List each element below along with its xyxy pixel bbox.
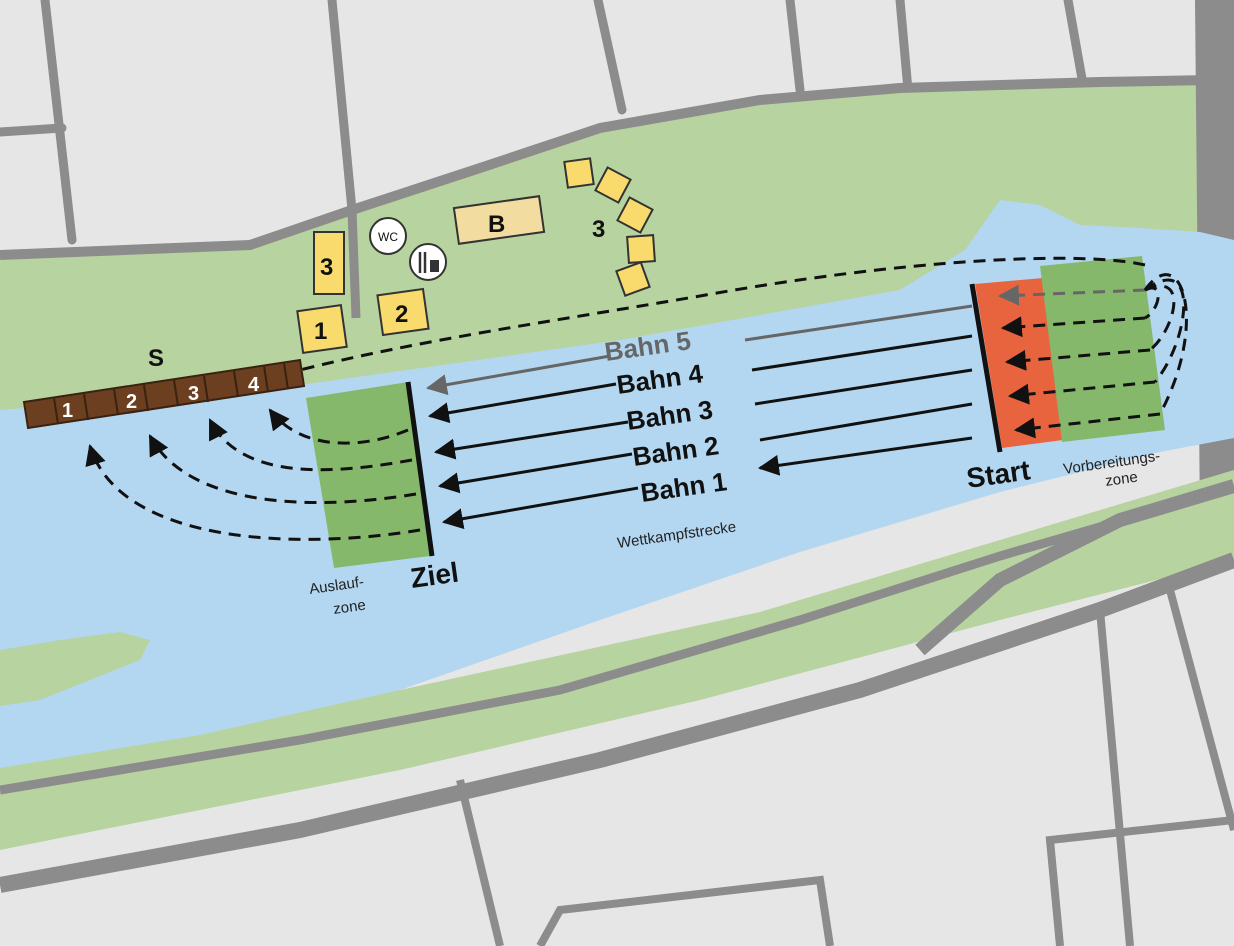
south-riverbank-road	[0, 483, 1234, 795]
tent-1-label: 1	[314, 318, 327, 345]
pontoon-slot-4: 4	[248, 374, 260, 396]
lane-5-arrow-left	[425, 354, 611, 396]
lane-3-arrow-left	[433, 420, 629, 460]
cutlery-cup-icon	[409, 243, 447, 281]
park-edge-road	[0, 75, 1211, 260]
pontoon-slot-2: 2	[126, 391, 137, 413]
finish-line	[405, 381, 435, 557]
park-access-path	[347, 209, 361, 319]
ramp-road	[915, 479, 1234, 656]
lane-1-arrow-left	[441, 486, 639, 530]
lane-4-arrow-right	[751, 334, 973, 372]
tent-3	[313, 231, 345, 295]
pontoon	[22, 358, 306, 430]
pontoon-label: S	[148, 345, 164, 372]
prep-zone-label-line2: zone	[1104, 469, 1139, 490]
building-b	[452, 195, 546, 245]
lane-2-arrow-right	[759, 402, 973, 442]
lane-1-arrow-right	[757, 436, 973, 476]
tent-group-3	[563, 157, 656, 297]
preparation-zone	[1040, 256, 1165, 442]
tents	[296, 231, 430, 354]
park-south	[0, 470, 1234, 850]
pontoon-slot-3: 3	[188, 383, 199, 405]
tent-3-label: 3	[320, 254, 333, 281]
lane-arrows	[425, 304, 973, 530]
lane-5-arrow-right	[744, 304, 973, 342]
tent-group-label: 3	[592, 216, 605, 243]
island	[0, 632, 150, 706]
lane-2-arrow-left	[437, 452, 633, 494]
return-loops	[299, 256, 1188, 415]
lane-4-arrow-left	[427, 382, 617, 424]
wc-label: WC	[378, 230, 398, 244]
runout-curves	[85, 408, 421, 541]
south-main-road	[0, 552, 1234, 893]
building-b-label: B	[488, 211, 505, 238]
tent-2	[376, 287, 430, 337]
lane-3-arrow-right	[754, 368, 973, 406]
tent-1	[296, 304, 348, 354]
runout-zone	[306, 382, 430, 568]
tent-2-label: 2	[395, 301, 408, 328]
start-line	[969, 283, 1003, 453]
street-grid-south	[456, 588, 1234, 946]
wc-icon	[369, 217, 407, 255]
prep-zone-arrows	[997, 284, 1161, 439]
runout-zone-label-line2: zone	[332, 597, 367, 618]
finish-label: Ziel	[409, 557, 461, 594]
pontoon-slot-1: 1	[62, 400, 73, 422]
